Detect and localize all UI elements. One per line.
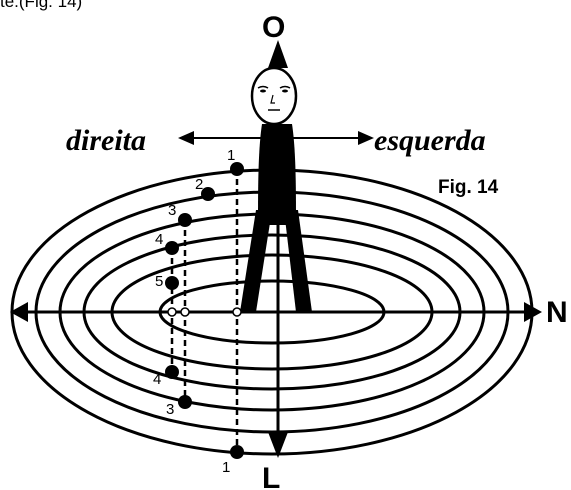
sun-position-4-lower xyxy=(165,365,179,379)
axis-arrow-left-icon xyxy=(10,302,28,322)
label-lower-1: 1 xyxy=(222,459,230,476)
person-icon xyxy=(240,66,312,312)
direction-right-label: N xyxy=(546,296,568,329)
label-upper-3: 3 xyxy=(168,202,176,219)
esquerda-label: esquerda xyxy=(374,124,486,157)
axis-marker-a xyxy=(167,307,177,317)
axis-marker-c xyxy=(232,307,242,317)
axis-markers xyxy=(167,307,242,317)
sun-position-4-upper xyxy=(165,241,179,255)
label-lower-4: 4 xyxy=(153,371,161,388)
sun-position-2-upper xyxy=(201,187,215,201)
face-icon xyxy=(250,66,298,126)
figure-label: Fig. 14 xyxy=(438,177,499,198)
label-upper-4: 4 xyxy=(155,231,163,248)
arrow-right-icon xyxy=(358,131,374,145)
axis-arrow-down-icon xyxy=(268,432,288,458)
sun-position-5-upper xyxy=(165,276,179,290)
label-upper-1: 1 xyxy=(227,147,235,164)
sun-position-3-upper xyxy=(178,213,192,227)
axis-arrow-up-icon xyxy=(268,40,288,68)
axis-marker-b xyxy=(180,307,190,317)
point-labels: 1 2 3 4 5 4 3 1 xyxy=(153,147,235,476)
direction-bottom-label: L xyxy=(262,462,280,490)
caption-fragment: te.(Fig. 14) xyxy=(0,0,83,11)
sun-positions xyxy=(165,162,244,459)
sun-position-1-lower xyxy=(230,445,244,459)
direction-top-label: O xyxy=(262,11,285,44)
direita-label: direita xyxy=(66,124,146,157)
label-upper-2: 2 xyxy=(195,176,203,193)
horizontal-axis xyxy=(10,302,542,322)
arrow-left-icon xyxy=(178,131,194,145)
sun-position-3-lower xyxy=(178,395,192,409)
label-upper-5: 5 xyxy=(155,273,163,290)
axis-arrow-right-icon xyxy=(524,302,542,322)
sun-position-1-upper xyxy=(230,162,244,176)
label-lower-3: 3 xyxy=(166,401,174,418)
